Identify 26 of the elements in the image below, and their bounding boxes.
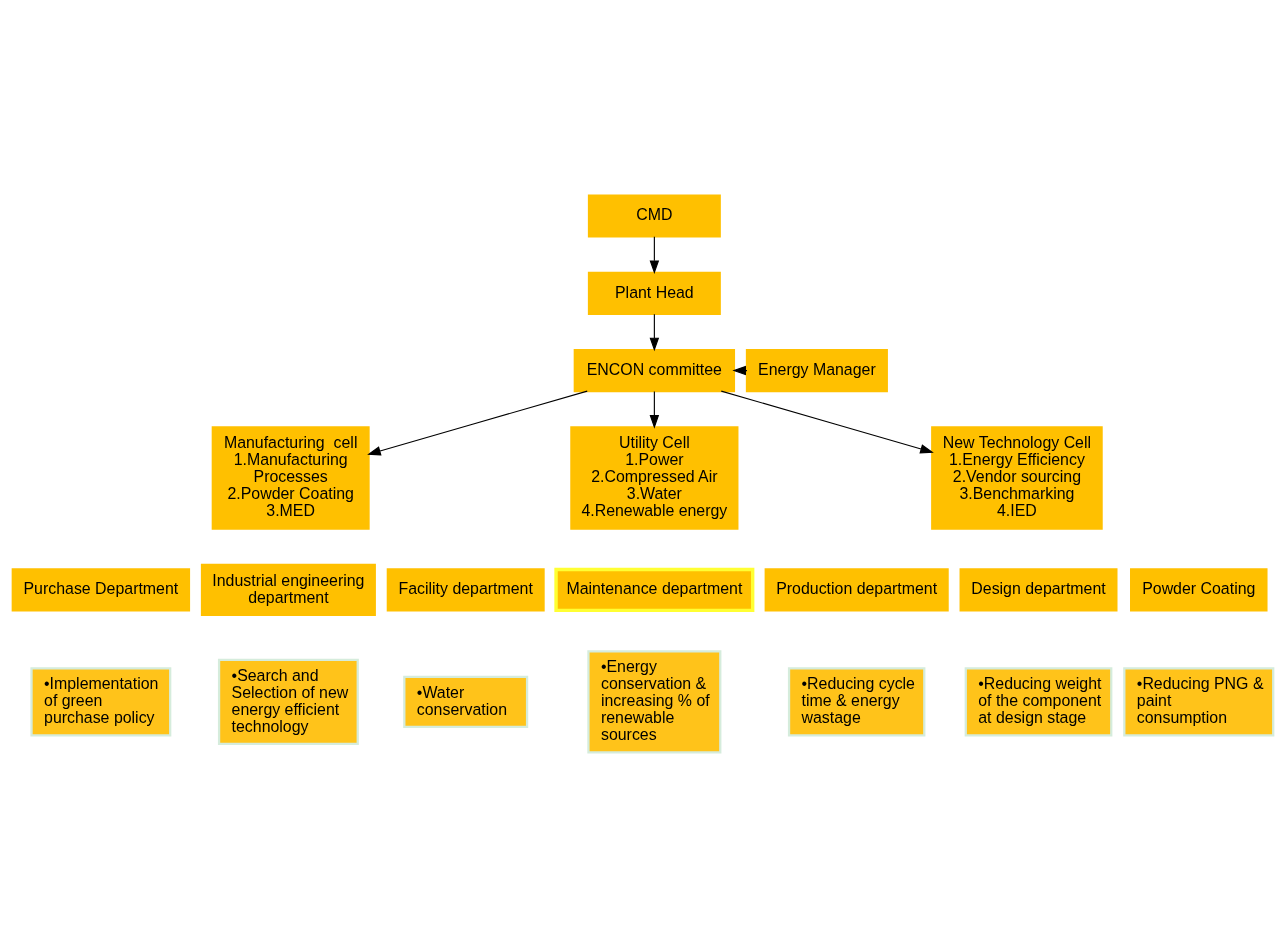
node-box: Industrial engineering department [200, 563, 376, 617]
node-box: •Reducing PNG & paint consumption [1123, 667, 1275, 737]
node-box: Maintenance department [554, 567, 755, 613]
arrow [720, 390, 934, 454]
node-box: New Technology Cell 1.Energy Efficiency 2.Vendor sourcing 3.Benchmarking 4.IED [931, 426, 1103, 530]
node-box: CMD [587, 194, 721, 238]
arrow [732, 365, 748, 376]
node-box: Production department [764, 568, 949, 612]
node-box: Powder Coating [1130, 568, 1268, 612]
node-box: ENCON committee [573, 349, 736, 393]
arrow [367, 390, 588, 456]
node-box: •Reducing cycle time & energy wastage [787, 667, 926, 737]
node-box: Facility department [386, 568, 545, 612]
node-box: Purchase Department [11, 568, 191, 612]
node-box: Design department [959, 568, 1118, 612]
node-box: •Water conservation [403, 675, 529, 728]
node-box: Utility Cell 1.Power 2.Compressed Air 3.Water 4.Renewable energy [570, 426, 739, 530]
arrow [649, 390, 660, 429]
arrow [649, 313, 660, 352]
node-box: •Reducing weight of the component at design stage [964, 667, 1113, 737]
node-box: •Search and Selection of new energy efficient technology [217, 658, 359, 746]
node-box: •Implementation of green purchase policy [30, 667, 172, 737]
node-box: Plant Head [587, 271, 721, 315]
arrow [649, 236, 660, 275]
node-box: Manufacturing cell 1.Manufacturing Processes 2.Powder Coating 3.MED [211, 426, 370, 530]
node-box: •Energy conservation & increasing % of renewable sources [587, 650, 722, 754]
